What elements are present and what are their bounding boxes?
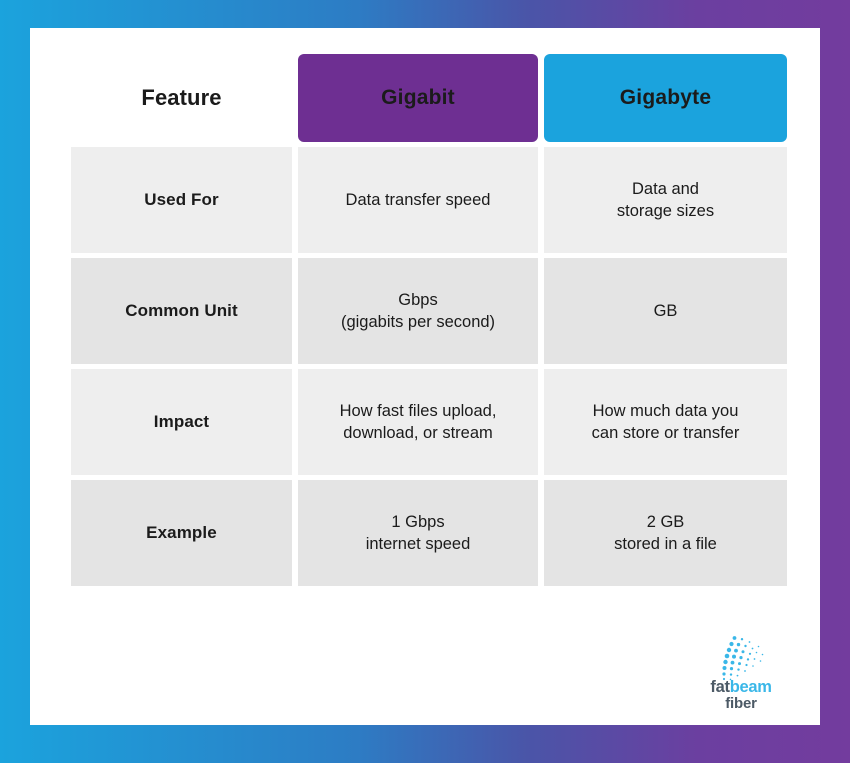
column-header-gigabyte: Gigabyte xyxy=(544,54,787,142)
logo-text-fiber: fiber xyxy=(725,694,757,712)
fatbeam-fiber-logo: fatbeam fiber xyxy=(698,635,784,711)
cell-text: Example xyxy=(146,522,217,542)
cell-gigabyte-common-unit: GB xyxy=(544,258,787,364)
row-label-common-unit: Common Unit xyxy=(71,258,292,364)
table-row: Impact How fast files upload,download, o… xyxy=(71,369,787,475)
logo-text-fat: fat xyxy=(710,678,730,696)
cell-text: Data transfer speed xyxy=(345,190,491,209)
column-header-gigabit: Gigabit xyxy=(298,54,538,142)
cell-text: Used For xyxy=(144,189,219,209)
table-header-row: Feature Gigabit Gigabyte xyxy=(71,54,787,142)
row-label-used-for: Used For xyxy=(71,147,292,253)
logo-wordmark-line1: fatbeam xyxy=(698,679,784,696)
logo-wordmark: fatbeam fiber xyxy=(698,679,784,712)
cell-text: Common Unit xyxy=(125,300,238,320)
cell-gigabit-common-unit: Gbps(gigabits per second) xyxy=(298,258,538,364)
row-label-example: Example xyxy=(71,480,292,586)
row-label-impact: Impact xyxy=(71,369,292,475)
cell-text: How fast files upload,download, or strea… xyxy=(339,401,497,442)
comparison-table: Feature Gigabit Gigabyte Used For Data t… xyxy=(65,49,793,591)
cell-text: Gbps(gigabits per second) xyxy=(340,290,496,331)
cell-text: GB xyxy=(653,301,678,320)
cell-text: Impact xyxy=(153,411,210,431)
table-row: Common Unit Gbps(gigabits per second) GB xyxy=(71,258,787,364)
cell-gigabit-impact: How fast files upload,download, or strea… xyxy=(298,369,538,475)
column-header-feature: Feature xyxy=(141,85,222,110)
logo-text-beam: beam xyxy=(729,678,772,696)
white-card: Feature Gigabit Gigabyte Used For Data t… xyxy=(30,28,820,725)
cell-gigabit-used-for: Data transfer speed xyxy=(298,147,538,253)
dot-burst-icon xyxy=(722,636,764,681)
